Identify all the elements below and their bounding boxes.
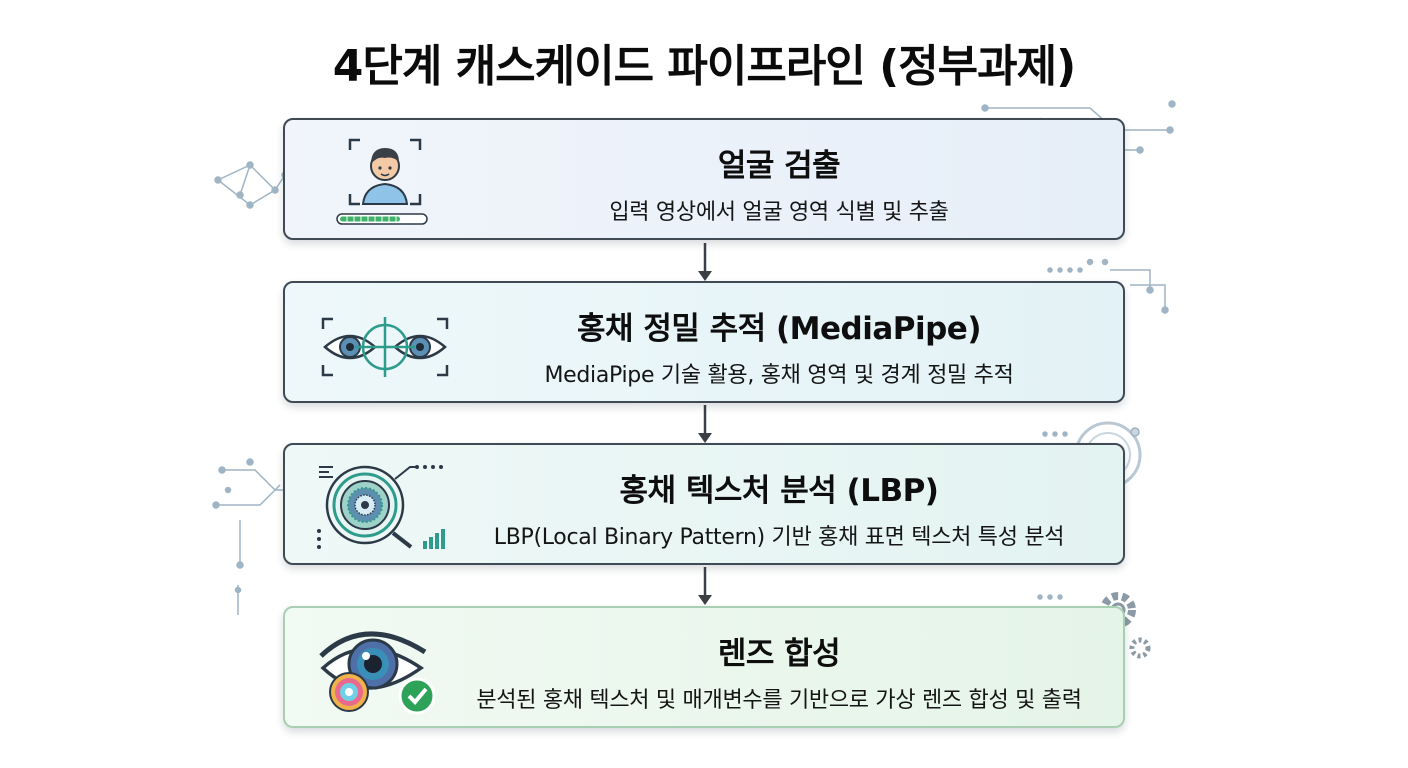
step-card-iris-tracking: 홍채 정밀 추적 (MediaPipe) MediaPipe 기술 활용, 홍채…: [283, 281, 1125, 403]
arrow-down-icon: [698, 567, 712, 605]
step-title: 렌즈 합성: [717, 636, 841, 672]
step-description: 분석된 홍채 텍스처 및 매개변수를 기반으로 가상 렌즈 합성 및 출력: [476, 688, 1082, 713]
step-description: MediaPipe 기술 활용, 홍채 영역 및 경계 정밀 추적: [544, 363, 1014, 388]
step-card-lens-synthesis: 렌즈 합성 분석된 홍채 텍스처 및 매개변수를 기반으로 가상 렌즈 합성 및…: [283, 606, 1125, 728]
step-card-face-detection: 얼굴 검출 입력 영상에서 얼굴 영역 식별 및 추출: [283, 118, 1125, 240]
arrow-down-icon: [698, 405, 712, 443]
lens-synthesis-icon: [319, 631, 436, 715]
arrow-down-icon: [698, 243, 712, 281]
face-detection-icon: [336, 138, 428, 225]
step-title: 홍채 정밀 추적 (MediaPipe): [576, 311, 982, 347]
step-description: 입력 영상에서 얼굴 영역 식별 및 추출: [609, 200, 949, 225]
eye-tracking-icon: [321, 317, 449, 377]
step-title: 홍채 텍스처 분석 (LBP): [619, 473, 939, 509]
step-title: 얼굴 검출: [717, 148, 841, 184]
iris-texture-icon: [317, 465, 445, 549]
page-title: 4단계 캐스케이드 파이프라인 (정부과제): [332, 41, 1076, 92]
step-description: LBP(Local Binary Pattern) 기반 홍채 표면 텍스처 특…: [493, 525, 1065, 550]
step-card-texture-analysis: 홍채 텍스처 분석 (LBP) LBP(Local Binary Pattern…: [283, 443, 1125, 565]
